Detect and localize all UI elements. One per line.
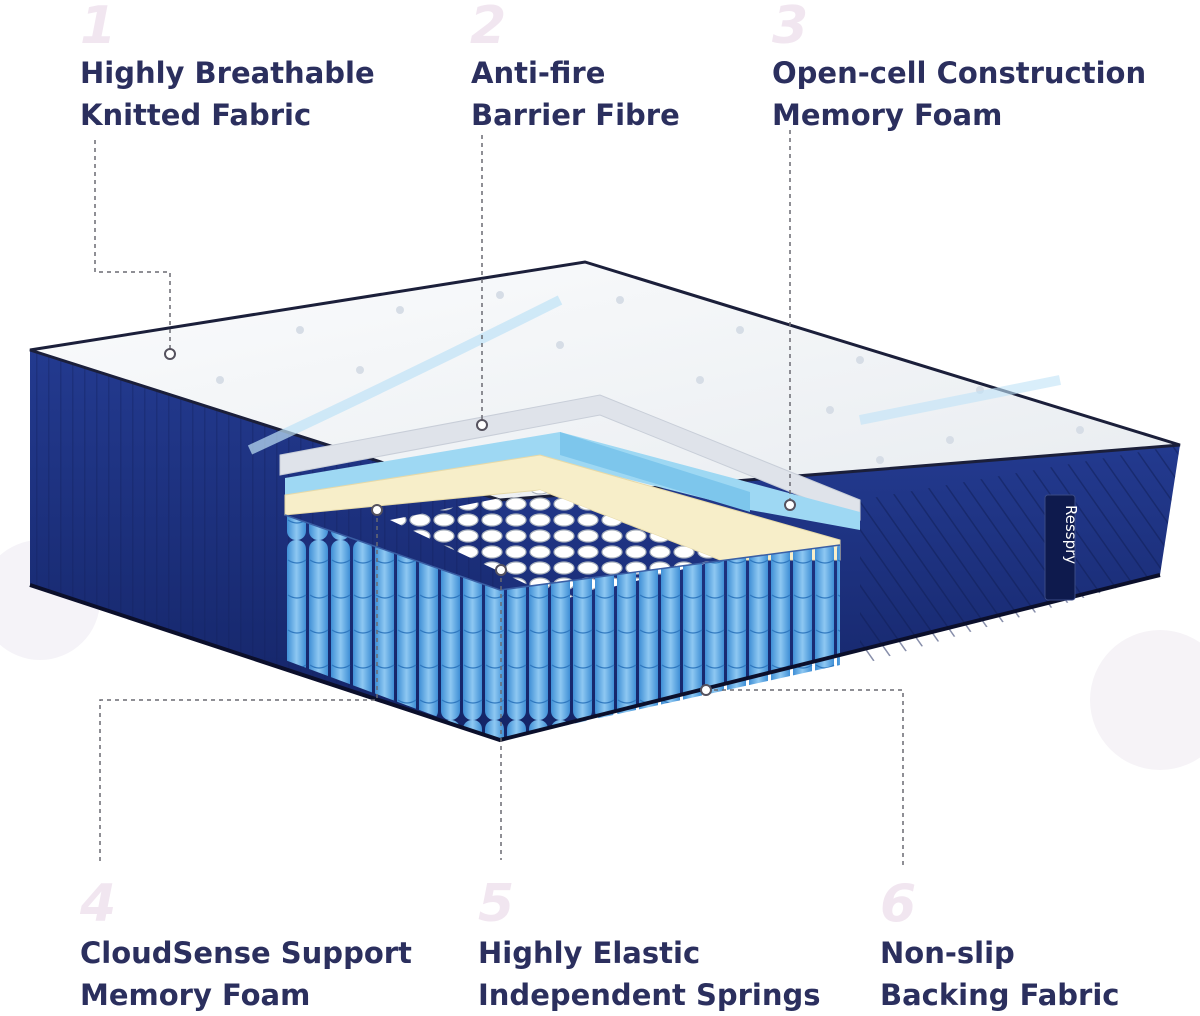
- feature-label-1-line1: Highly Breathable: [80, 56, 375, 90]
- feature-label-2: Anti-fire Barrier Fibre: [471, 52, 680, 136]
- feature-label-4-line2: Memory Foam: [80, 978, 311, 1012]
- feature-label-1-line2: Knitted Fabric: [80, 98, 312, 132]
- feature-label-5-line2: Independent Springs: [478, 978, 821, 1012]
- feature-label-4-line1: CloudSense Support: [80, 936, 412, 970]
- feature-label-3: Open-cell Construction Memory Foam: [772, 52, 1146, 136]
- leader-dot-icon: [371, 504, 383, 516]
- feature-number-4: 4: [80, 874, 117, 934]
- feature-number-5: 5: [478, 874, 515, 934]
- feature-number-6: 6: [880, 874, 917, 934]
- feature-label-5: Highly Elastic Independent Springs: [478, 932, 821, 1016]
- feature-number-2: 2: [470, 0, 507, 56]
- feature-label-4: CloudSense Support Memory Foam: [80, 932, 412, 1016]
- leader-dot-icon: [495, 564, 507, 576]
- feature-label-3-line2: Memory Foam: [772, 98, 1003, 132]
- leader-dot-icon: [784, 499, 796, 511]
- feature-label-6-line1: Non-slip: [880, 936, 1015, 970]
- leader-dot-icon: [476, 419, 488, 431]
- feature-label-3-line1: Open-cell Construction: [772, 56, 1147, 90]
- leader-dot-icon: [164, 348, 176, 360]
- feature-number-1: 1: [80, 0, 117, 56]
- leader-dot-icon: [700, 684, 712, 696]
- feature-label-6: Non-slip Backing Fabric: [880, 932, 1119, 1016]
- feature-label-6-line2: Backing Fabric: [880, 978, 1120, 1012]
- feature-label-2-line2: Barrier Fibre: [471, 98, 680, 132]
- feature-label-1: Highly Breathable Knitted Fabric: [80, 52, 375, 136]
- feature-label-5-line1: Highly Elastic: [478, 936, 701, 970]
- brand-logo: Resspry: [1062, 505, 1080, 564]
- feature-label-2-line1: Anti-fire: [471, 56, 606, 90]
- feature-number-3: 3: [772, 0, 809, 56]
